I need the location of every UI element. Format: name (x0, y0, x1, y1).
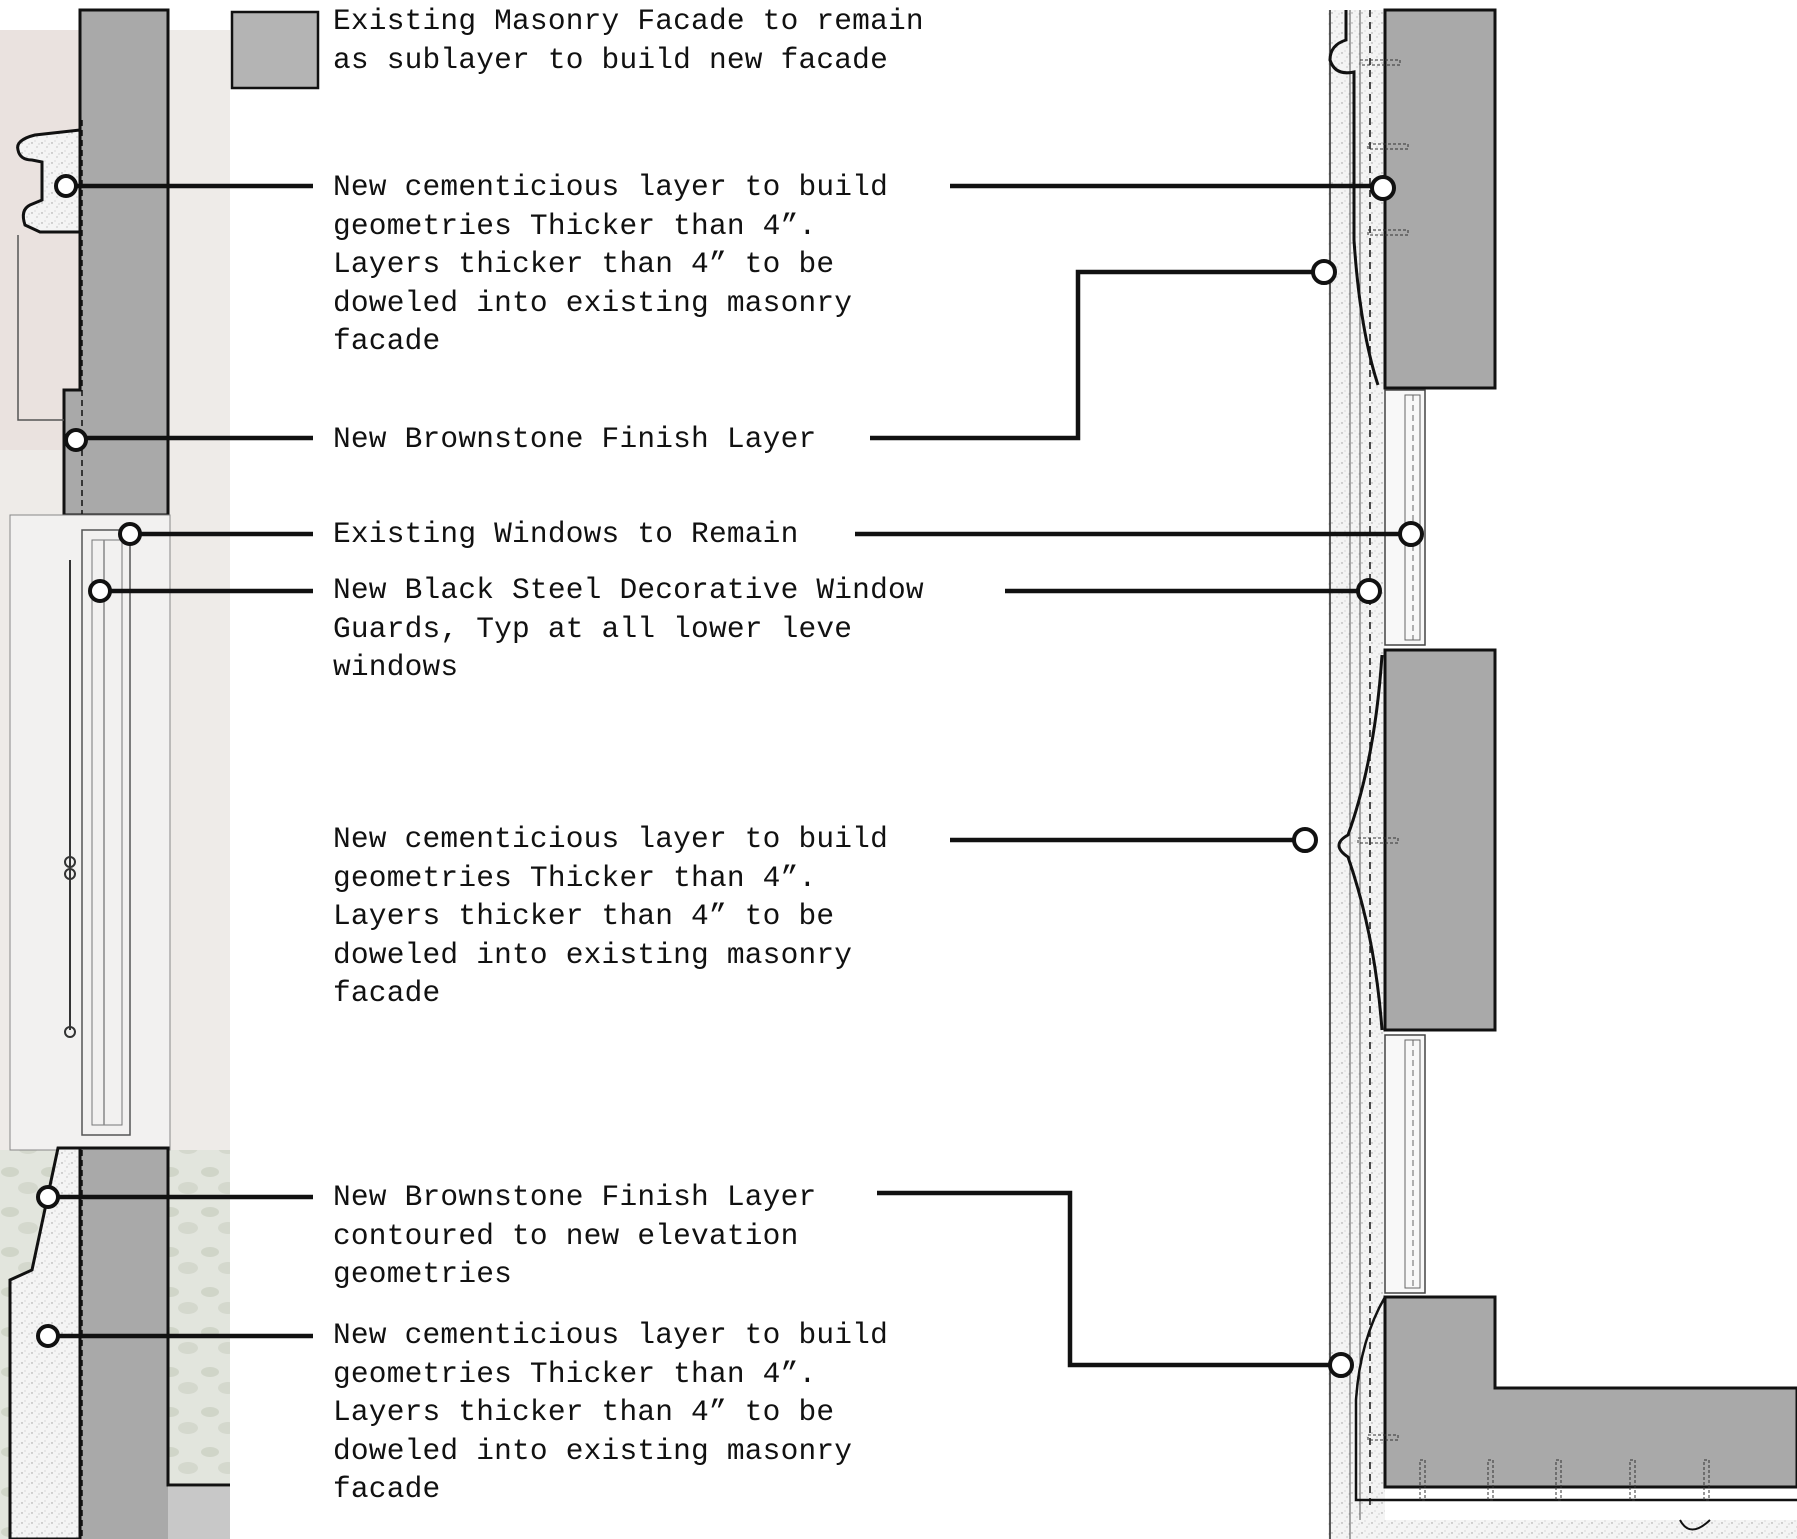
dot-contoured-left (36, 1185, 60, 1209)
window-upper (1384, 389, 1426, 646)
upper-finish-edge (17, 235, 64, 421)
masonry-block-lower (1383, 1295, 1797, 1489)
dot-brownstone-top-left (64, 428, 88, 452)
window-guard-knob-1 (64, 856, 76, 868)
dowel-marks (1357, 59, 1710, 1501)
dot-cement-mid (1292, 827, 1318, 853)
window-sash-inner (91, 539, 123, 1126)
left-elevation (0, 8, 230, 1539)
masonry-block-upper (1383, 8, 1497, 390)
window-guard-knob-2 (64, 868, 76, 880)
note-brownstone-top: New Brownstone Finish Layer (333, 422, 817, 456)
right-cementicious-band (1328, 10, 1797, 1539)
right-lower-profile (1354, 1296, 1797, 1502)
dot-guards-left (88, 579, 112, 603)
dot-windows-left (118, 522, 142, 546)
right-middle-profile (1337, 654, 1384, 1031)
leader-lines (58, 183, 1400, 1368)
dot-contoured-right (1328, 1352, 1354, 1378)
dot-brownstone-top-right (1311, 259, 1337, 285)
note-cement-mid: New cementicious layer to build geometri… (333, 822, 888, 1010)
legend-swatch (230, 10, 320, 90)
lower-wall-base (168, 1487, 230, 1539)
upper-cornice-cement (16, 128, 82, 234)
legend-label: Existing Masonry Facade to remain as sub… (333, 4, 924, 77)
right-wall-section (1328, 8, 1797, 1539)
dot-cement-top-right (1370, 175, 1396, 201)
right-top-profile (1328, 10, 1380, 386)
lower-masonry-wall (80, 1148, 168, 1539)
note-brownstone-contoured: New Brownstone Finish Layer contoured to… (333, 1180, 817, 1291)
note-cement-top: New cementicious layer to build geometri… (333, 170, 888, 358)
leader-dots (36, 174, 1424, 1378)
lower-wall-outline (58, 1146, 230, 1487)
note-cement-bottom: New cementicious layer to build geometri… (333, 1318, 888, 1506)
window-lower (1384, 1034, 1426, 1294)
right-bottom-drip (1679, 1519, 1711, 1531)
masonry-block-middle (1383, 648, 1497, 1032)
window-sash-outer (81, 529, 131, 1136)
note-window-guards: New Black Steel Decorative Window Guards… (333, 573, 924, 684)
window-guard-knob-3 (64, 1026, 76, 1038)
dot-windows-right (1398, 521, 1424, 547)
window-zone-frame (9, 514, 171, 1151)
dot-guards-right (1356, 578, 1382, 604)
note-existing-windows: Existing Windows to Remain (333, 517, 799, 551)
leader-brownstone-top-right (870, 269, 1312, 441)
dot-cement-bottom (36, 1324, 60, 1348)
dot-cement-top-left (54, 174, 78, 198)
leader-contoured-right (877, 1190, 1330, 1368)
